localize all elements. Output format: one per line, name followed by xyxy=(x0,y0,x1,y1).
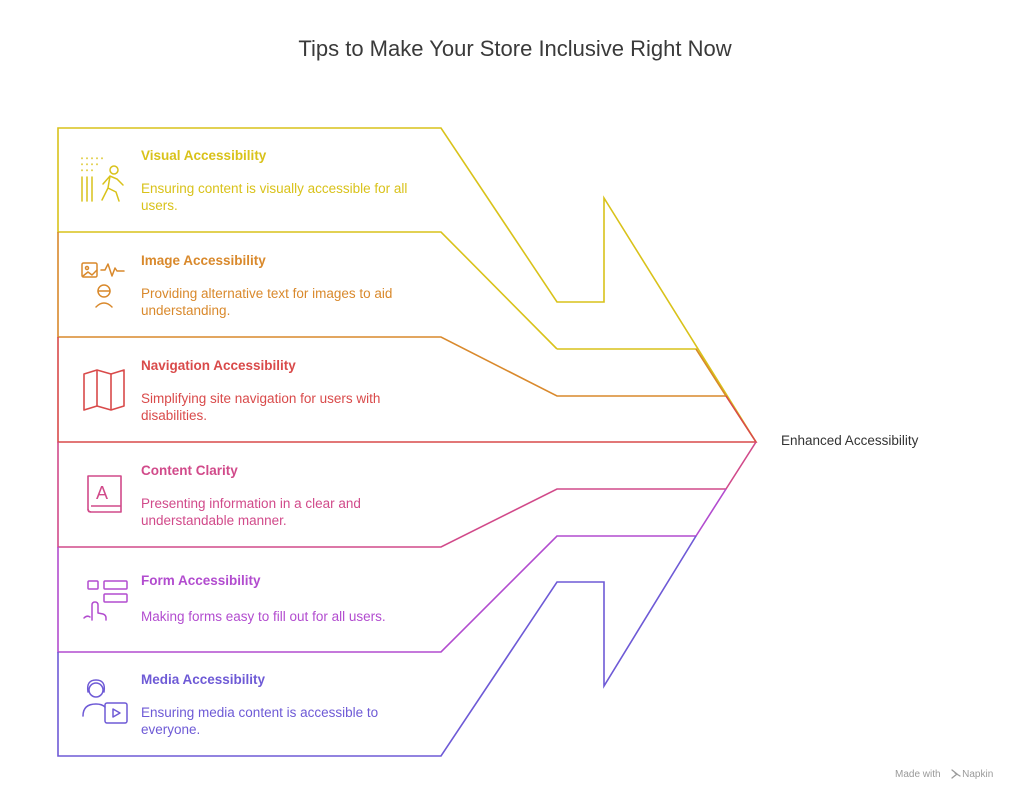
list-item-form-accessibility: Form Accessibility Making forms easy to … xyxy=(58,553,444,658)
band-outline-content xyxy=(57,441,757,548)
footer-prefix: Made with xyxy=(895,769,941,780)
item-heading: Media Accessibility xyxy=(141,672,266,687)
item-description: Ensuring content is visually accessible … xyxy=(141,181,408,213)
item-heading: Content Clarity xyxy=(141,463,238,478)
book-icon: A xyxy=(87,475,122,513)
napkin-logo-icon xyxy=(951,769,961,779)
form-icon xyxy=(83,580,128,621)
band-outline-image xyxy=(57,232,728,397)
list-item-visual-accessibility: Visual Accessibility Ensuring content is… xyxy=(58,128,444,233)
item-description: Presenting information in a clear and un… xyxy=(141,496,361,528)
visual-accessibility-icon xyxy=(81,157,124,202)
band-outline-media xyxy=(57,535,697,757)
media-icon xyxy=(82,679,128,724)
result-label: Enhanced Accessibility xyxy=(781,433,919,448)
page-title: Tips to Make Your Store Inclusive Right … xyxy=(298,36,732,61)
item-description: Simplifying site navigation for users wi… xyxy=(141,391,381,423)
list-item-navigation-accessibility: Navigation Accessibility Simplifying sit… xyxy=(58,338,444,443)
map-icon xyxy=(83,369,125,411)
item-heading: Image Accessibility xyxy=(141,253,266,268)
svg-text:A: A xyxy=(96,483,108,503)
image-accessibility-icon xyxy=(81,262,125,308)
band-outline-form xyxy=(57,488,727,653)
list-item-content-clarity: Content Clarity Presenting information i… xyxy=(58,443,444,548)
band-outline-navigation xyxy=(57,337,758,443)
item-description: Making forms easy to fill out for all us… xyxy=(141,609,386,624)
item-heading: Navigation Accessibility xyxy=(141,358,296,373)
list-item-image-accessibility: Image Accessibility Providing alternativ… xyxy=(58,233,444,338)
item-heading: Form Accessibility xyxy=(141,573,261,588)
list-item-media-accessibility: Media Accessibility Ensuring media conte… xyxy=(58,652,444,757)
item-heading: Visual Accessibility xyxy=(141,148,267,163)
item-description: Providing alternative text for images to… xyxy=(141,286,393,318)
footer-brand: Napkin xyxy=(962,769,994,780)
item-description: Ensuring media content is accessible to … xyxy=(141,705,379,737)
made-with-footer[interactable]: Made with Napkin xyxy=(895,769,993,780)
